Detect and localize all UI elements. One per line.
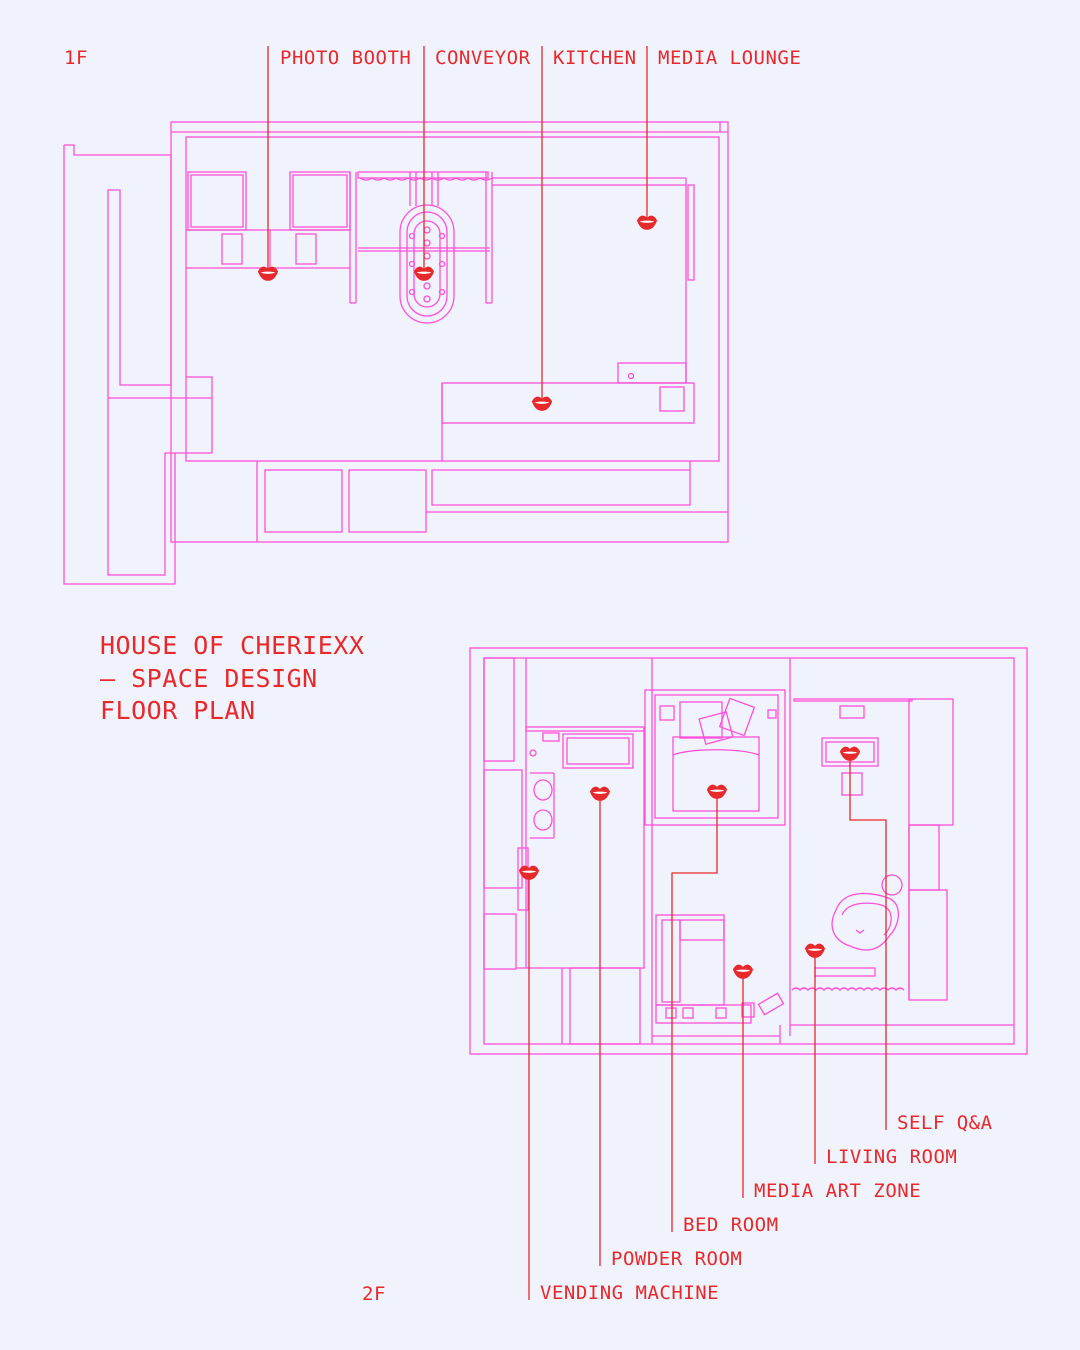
floor2-leader-lines xyxy=(528,753,887,1300)
floor2-markers xyxy=(518,746,861,979)
zone-label-powder-room: POWDER ROOM xyxy=(611,1248,743,1270)
zone-label-media-art-zone: MEDIA ART ZONE xyxy=(754,1180,922,1202)
zone-label-conveyor: CONVEYOR xyxy=(435,47,531,69)
floor1-markers xyxy=(257,215,658,411)
floor1-plan xyxy=(63,121,729,585)
zone-label-photo-booth: PHOTO BOOTH xyxy=(280,47,412,69)
title-line-1: HOUSE OF CHERIEXX xyxy=(100,631,365,660)
lips-icon xyxy=(706,784,728,799)
lips-icon xyxy=(839,746,861,761)
title-line-3: FLOOR PLAN xyxy=(100,696,256,725)
floor1-label: 1F xyxy=(64,47,88,69)
zone-label-self-qa: SELF Q&A xyxy=(897,1112,993,1134)
zone-label-living-room: LIVING ROOM xyxy=(826,1146,958,1168)
floor2-plan xyxy=(469,647,1028,1055)
title-line-2: — SPACE DESIGN xyxy=(100,663,318,693)
zone-label-bed-room: BED ROOM xyxy=(683,1214,779,1236)
poster-title: HOUSE OF CHERIEXX — SPACE DESIGN FLOOR P… xyxy=(100,630,364,728)
zone-label-vending-machine: VENDING MACHINE xyxy=(540,1282,720,1304)
floor1-leader-lines xyxy=(267,46,648,402)
zone-label-media-lounge: MEDIA LOUNGE xyxy=(658,47,802,69)
lips-icon xyxy=(732,964,754,979)
lips-icon xyxy=(589,786,611,801)
lips-icon xyxy=(804,943,826,958)
zone-label-kitchen: KITCHEN xyxy=(553,47,637,69)
floor2-label: 2F xyxy=(362,1283,386,1305)
